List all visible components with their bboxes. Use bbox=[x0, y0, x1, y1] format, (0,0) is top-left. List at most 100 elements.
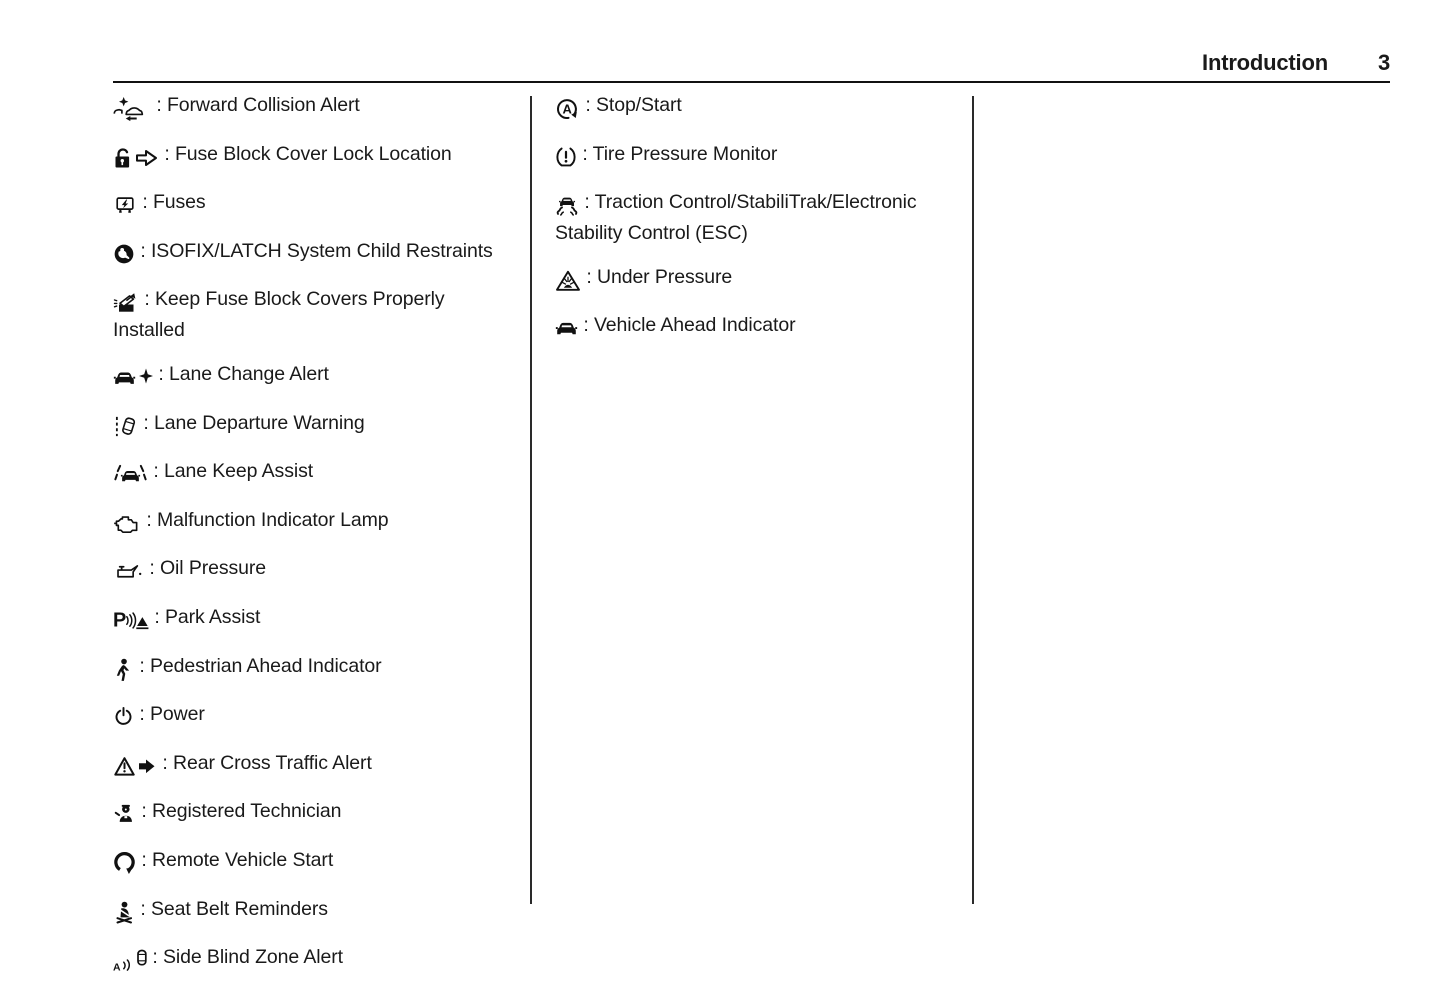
legend-column-1: : Forward Collision Alert : Fuse Block C… bbox=[113, 92, 510, 993]
legend-entry-label: Lane Departure Warning bbox=[153, 411, 365, 434]
seat-belt-reminders-icon bbox=[113, 901, 135, 927]
legend-entry-label: Stop/Start bbox=[595, 94, 682, 116]
legend-entry: : Traction Control/StabiliTrak/Electroni… bbox=[555, 189, 967, 246]
column-separator-2 bbox=[972, 96, 974, 904]
legend-entry-colon: : bbox=[135, 897, 151, 920]
legend-entry: : Keep Fuse Block Covers Properly Instal… bbox=[113, 286, 510, 343]
fuse-block-cover-lock-icon bbox=[113, 146, 159, 172]
legend-entry-label: Keep Fuse Block Covers Properly Installe… bbox=[113, 288, 445, 342]
legend-entry-label: Tire Pressure Monitor bbox=[592, 142, 778, 165]
legend-entry-colon: : bbox=[147, 946, 163, 969]
under-pressure-icon bbox=[555, 269, 581, 295]
legend-entry-label: Park Assist bbox=[164, 605, 261, 628]
legend-entry-colon: : bbox=[137, 191, 153, 214]
legend-entry-colon: : bbox=[153, 362, 169, 385]
legend-column-2: A : Stop/Start : Tire Pressure Monitor :… bbox=[555, 92, 967, 361]
legend-entry: : Vehicle Ahead Indicator bbox=[555, 312, 967, 343]
legend-entry-colon: : bbox=[138, 411, 154, 434]
legend-entry-colon: : bbox=[149, 605, 165, 628]
legend-entry-label: Forward Collision Alert bbox=[166, 94, 360, 116]
legend-entry: : ISOFIX/LATCH System Child Restraints bbox=[113, 238, 510, 269]
legend-entry-label: Fuse Block Cover Lock Location bbox=[174, 142, 452, 165]
legend-entry-colon: : bbox=[134, 703, 150, 726]
legend-entry: : Power bbox=[113, 701, 510, 732]
legend-entry-colon: : bbox=[157, 751, 173, 774]
legend-entry: : Forward Collision Alert bbox=[113, 92, 510, 123]
pedestrian-ahead-indicator-icon bbox=[113, 658, 134, 684]
legend-entry-label: Under Pressure bbox=[596, 265, 733, 288]
legend-entry-colon: : bbox=[139, 288, 155, 311]
remote-vehicle-start-icon bbox=[113, 851, 136, 878]
legend-entry-label: Fuses bbox=[152, 191, 206, 214]
legend-entry-colon: : bbox=[148, 460, 164, 483]
legend-entry-colon: : bbox=[578, 314, 594, 337]
legend-entry: : Malfunction Indicator Lamp bbox=[113, 507, 510, 538]
side-blind-zone-alert-icon: A bbox=[113, 949, 147, 975]
legend-entry: : Seat Belt Reminders bbox=[113, 896, 510, 927]
lane-keep-assist-icon bbox=[113, 463, 148, 489]
legend-entry: : Registered Technician bbox=[113, 798, 510, 829]
legend-entry: : Tire Pressure Monitor bbox=[555, 141, 967, 172]
tire-pressure-monitor-icon bbox=[555, 146, 577, 172]
legend-entry-colon: : bbox=[136, 848, 152, 871]
legend-entry-label: Side Blind Zone Alert bbox=[162, 946, 343, 969]
rear-cross-traffic-alert-icon bbox=[113, 755, 157, 781]
legend-entry: P : Park Assist bbox=[113, 604, 510, 635]
legend-entry-label: Remote Vehicle Start bbox=[151, 848, 334, 871]
legend-entry-label: Vehicle Ahead Indicator bbox=[593, 314, 796, 337]
stop-start-icon: A bbox=[555, 97, 580, 123]
legend-entry-colon: : bbox=[136, 800, 152, 823]
park-assist-icon: P bbox=[113, 609, 149, 635]
legend-entry: : Fuses bbox=[113, 189, 510, 220]
legend-entry-colon: : bbox=[135, 239, 151, 262]
power-icon bbox=[113, 706, 134, 732]
legend-entry-colon: : bbox=[141, 508, 157, 531]
legend-entry-label: Oil Pressure bbox=[159, 557, 267, 580]
registered-technician-icon bbox=[113, 803, 136, 829]
legend-entry: : Lane Keep Assist bbox=[113, 458, 510, 489]
legend-entry: : Fuse Block Cover Lock Location bbox=[113, 141, 510, 172]
legend-entry-colon: : bbox=[144, 557, 160, 580]
legend-entry-label: Seat Belt Reminders bbox=[150, 897, 328, 920]
legend-entry: A : Side Blind Zone Alert bbox=[113, 944, 510, 975]
legend-entry-colon: : bbox=[581, 265, 597, 288]
legend-entry: A : Stop/Start bbox=[555, 92, 967, 123]
isofix-latch-child-restraints-icon bbox=[113, 243, 135, 269]
svg-text:P: P bbox=[113, 610, 126, 632]
legend-entry-label: Malfunction Indicator Lamp bbox=[156, 508, 389, 531]
page-header: Introduction 3 bbox=[113, 50, 1390, 76]
keep-fuse-block-covers-icon bbox=[113, 291, 139, 317]
legend-entry: : Remote Vehicle Start bbox=[113, 847, 510, 878]
malfunction-indicator-lamp-icon bbox=[113, 512, 141, 538]
page-title: Introduction bbox=[1202, 50, 1328, 75]
legend-entry-label: Lane Keep Assist bbox=[163, 460, 314, 483]
legend-entry-label: Rear Cross Traffic Alert bbox=[172, 751, 372, 774]
legend-entry-label: Lane Change Alert bbox=[168, 362, 329, 385]
column-separator-1 bbox=[530, 96, 532, 904]
legend-entry: : Oil Pressure bbox=[113, 555, 510, 586]
legend-entry-colon: : bbox=[134, 654, 150, 677]
legend-entry: : Lane Change Alert bbox=[113, 361, 510, 392]
legend-entry-colon: : bbox=[151, 94, 167, 116]
legend-entry-label: Registered Technician bbox=[151, 800, 342, 823]
legend-entry: : Lane Departure Warning bbox=[113, 410, 510, 441]
legend-entry-label: Power bbox=[149, 703, 205, 726]
traction-control-stabilitrak-esc-icon bbox=[555, 194, 579, 220]
legend-entry-colon: : bbox=[577, 142, 593, 165]
legend-entry-colon: : bbox=[579, 191, 595, 214]
lane-departure-warning-icon bbox=[113, 415, 138, 441]
legend-entry-label: ISOFIX/LATCH System Child Restraints bbox=[150, 239, 493, 262]
legend-entry: : Rear Cross Traffic Alert bbox=[113, 750, 510, 781]
page-number: 3 bbox=[1377, 50, 1390, 75]
legend-entry-label: Pedestrian Ahead Indicator bbox=[149, 654, 382, 677]
svg-text:A: A bbox=[113, 962, 121, 974]
header-rule bbox=[113, 81, 1390, 83]
svg-text:A: A bbox=[562, 102, 572, 117]
legend-entry-colon: : bbox=[580, 94, 596, 116]
vehicle-ahead-indicator-icon bbox=[555, 317, 578, 343]
lane-change-alert-icon bbox=[113, 366, 153, 392]
forward-collision-alert-icon bbox=[113, 97, 151, 123]
oil-pressure-icon bbox=[113, 560, 144, 586]
legend-entry-label: Traction Control/StabiliTrak/Electronic … bbox=[555, 191, 917, 245]
legend-entry: : Pedestrian Ahead Indicator bbox=[113, 653, 510, 684]
